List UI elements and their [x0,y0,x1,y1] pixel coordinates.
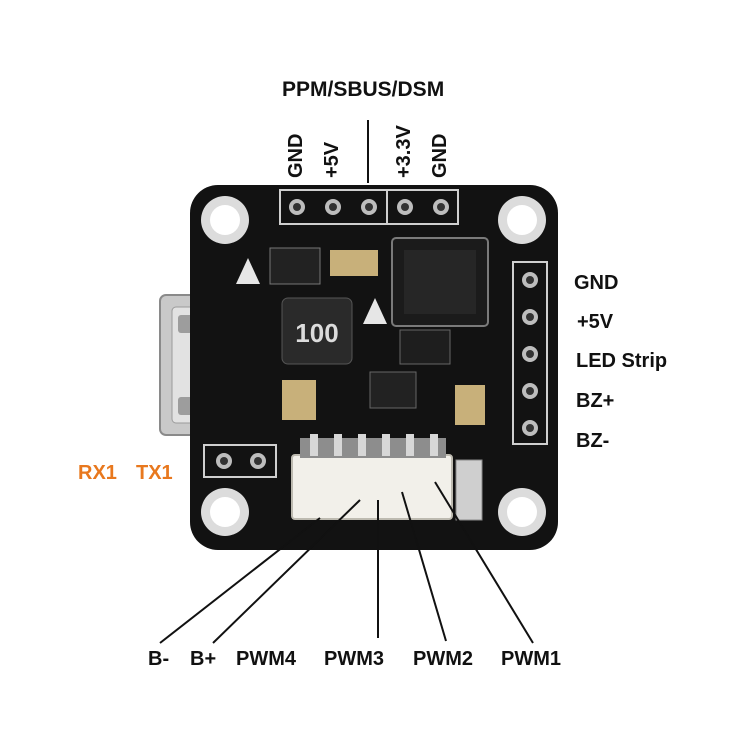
bottom-pin-label-b-plus: B+ [190,648,217,670]
top-pin-label-gnd-1: GND [285,133,307,178]
top-pin-label-3v3: +3.3V [393,125,415,178]
bottom-pin-label-pwm4: PWM4 [236,648,296,670]
bottom-pin-label-b-minus: B- [148,648,170,670]
leader-lines [159,120,534,644]
left-pin-label-tx1: TX1 [136,462,173,484]
uart-pads [203,444,277,478]
right-pin-label-gnd: GND [574,272,619,294]
bottom-pin-label-pwm3: PWM3 [324,648,384,670]
right-pin-label-bz-plus: BZ+ [576,390,615,412]
top-header-label: PPM/SBUS/DSM [282,78,445,101]
right-pin-label-5v: +5V [577,311,614,333]
jst-connector [291,434,453,520]
top-pin-header [279,189,459,225]
top-pin-label-5v: +5V [321,141,343,178]
bottom-pin-label-pwm2: PWM2 [413,648,473,670]
right-pin-label-led-strip: LED Strip [576,350,668,372]
left-pin-label-rx1: RX1 [78,462,117,484]
inductor-marking: 100 [295,318,338,348]
right-pin-header [512,261,548,445]
bottom-pin-label-pwm1: PWM1 [501,648,561,670]
mounting-holes [201,196,546,536]
components: 100 [236,237,489,521]
right-pin-label-bz-minus: BZ- [576,430,610,452]
top-pin-label-gnd-2: GND [429,133,451,178]
